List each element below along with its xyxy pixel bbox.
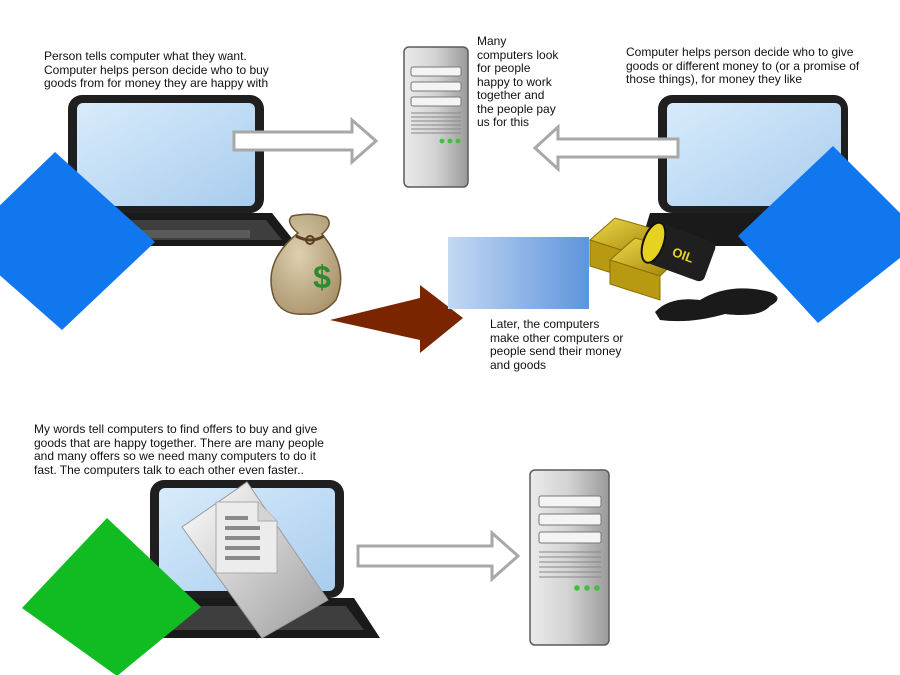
arrow-settlement — [330, 285, 463, 353]
person-diamond-icon-top-right — [738, 146, 900, 323]
server-icon-top — [403, 46, 469, 188]
arrow-to-server-top-right — [532, 123, 680, 173]
oil-label: OIL — [670, 244, 696, 266]
caption-matching: My words tell computers to find offers t… — [34, 422, 324, 477]
oil-barrel-icon: OIL — [640, 221, 716, 282]
document-icon — [181, 481, 329, 639]
person-diamond-icon-top-left — [0, 152, 155, 330]
caption-servers: Many computers look for people happy to … — [477, 34, 559, 129]
server-icon-bottom — [529, 469, 610, 646]
arrow-to-server-top-left — [232, 116, 379, 166]
money-block — [448, 237, 589, 309]
arrow-to-server-bottom — [356, 529, 521, 583]
person-diamond-icon-bottom — [22, 518, 201, 675]
dollar-sign: $ — [313, 259, 331, 295]
caption-buyer: Person tells computer what they want. Co… — [44, 49, 269, 90]
caption-settlement: Later, the computers make other computer… — [490, 317, 624, 372]
oil-spill — [655, 288, 778, 322]
caption-seller: Computer helps person decide who to give… — [626, 45, 860, 86]
money-bag-icon: $ — [270, 213, 342, 315]
